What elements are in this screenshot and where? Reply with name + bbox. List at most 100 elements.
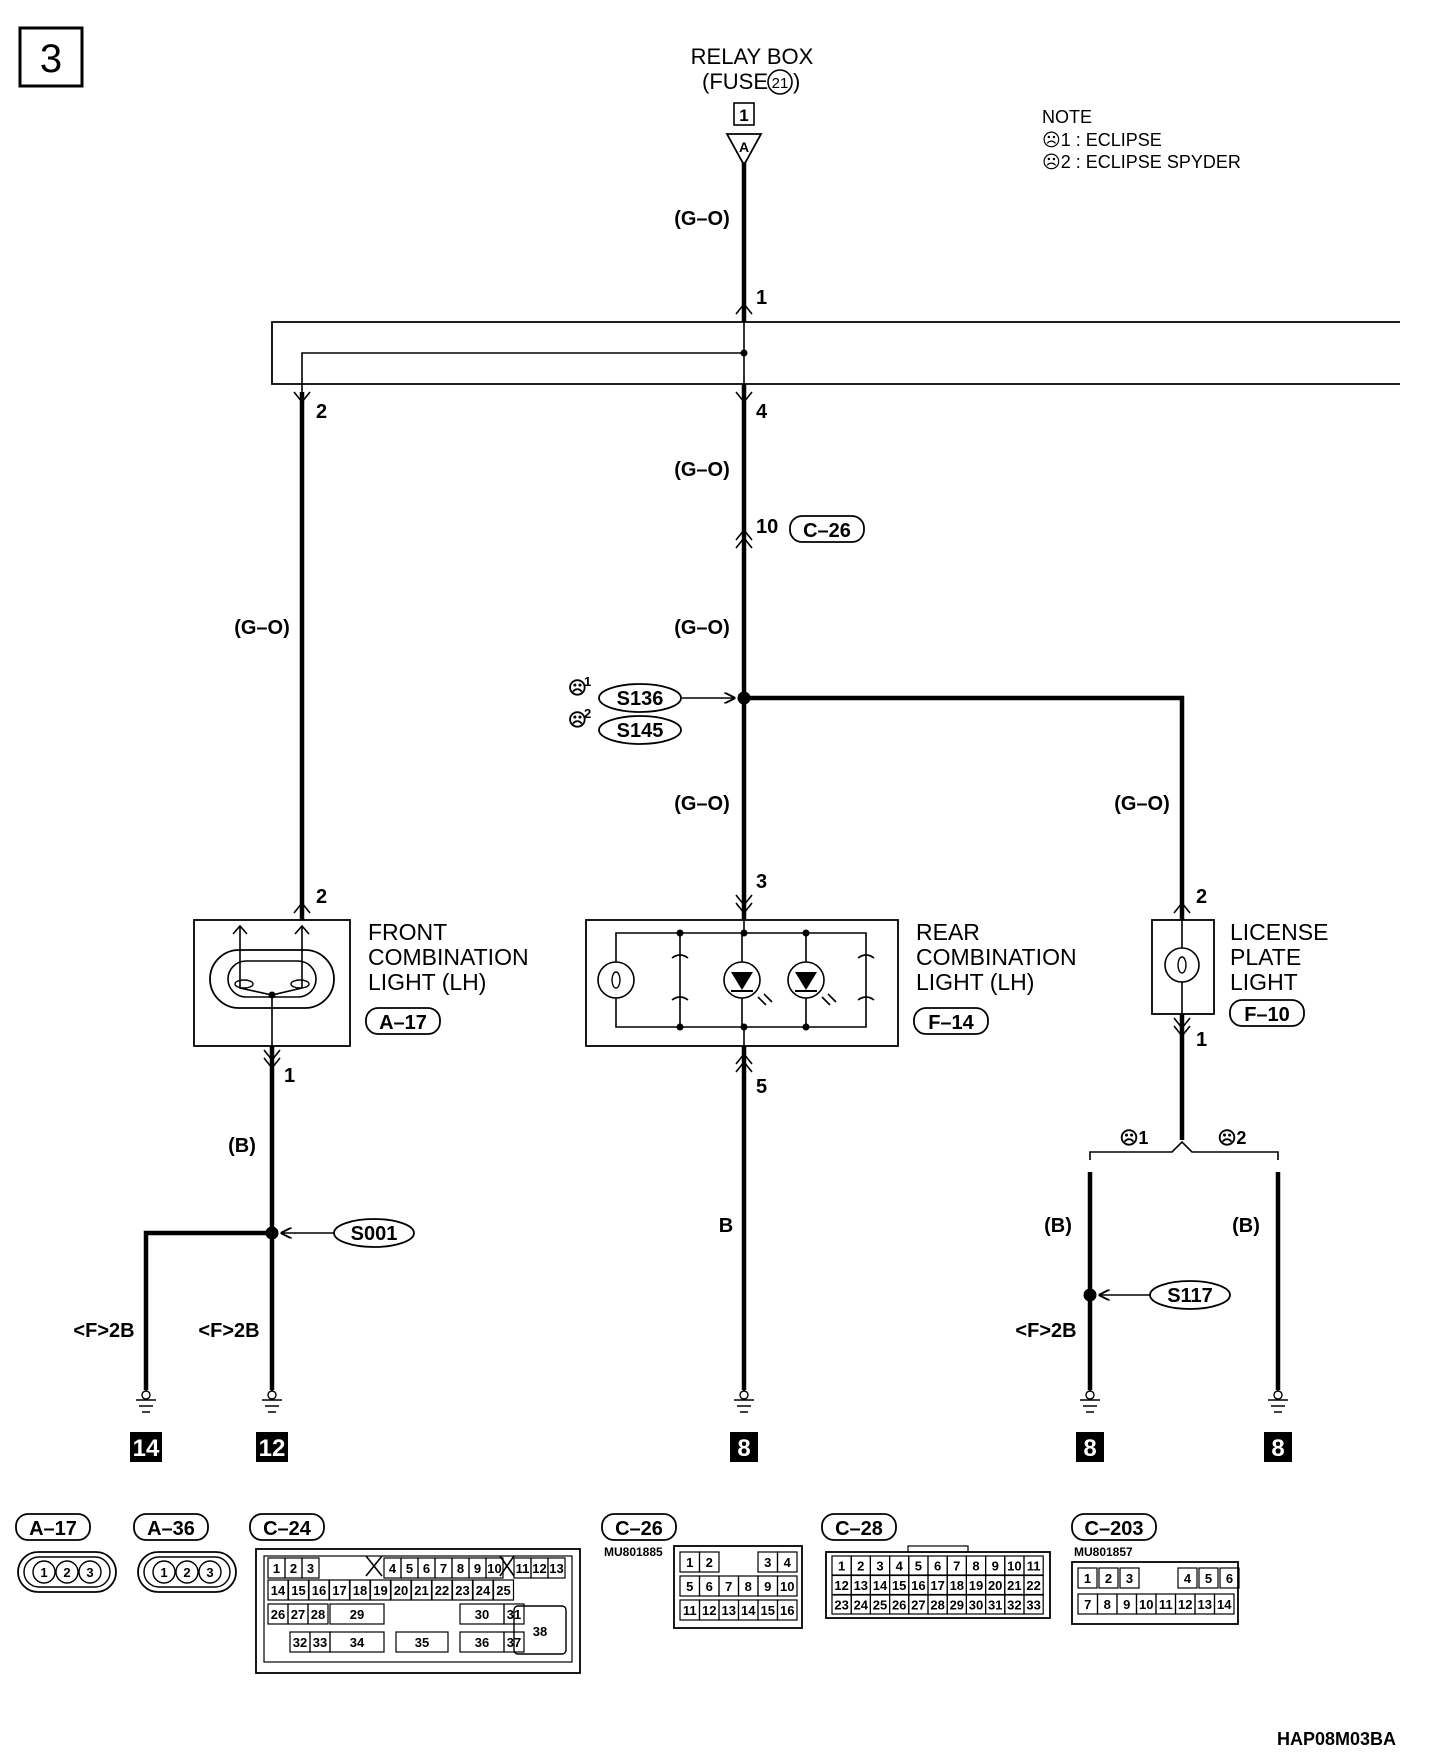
ground-symbol-8-eclipse: 8 [1076,1390,1104,1462]
wire-color-license-b2: (B) [1232,1215,1260,1237]
c24-pin-5: 5 [406,1561,413,1576]
pin-mark-2-front [293,901,311,914]
wire-color-center-3: (G–O) [674,617,730,639]
c28-pin-27: 27 [911,1598,925,1613]
c203-pin-14: 14 [1217,1597,1232,1612]
c28-pin-7: 7 [953,1559,960,1574]
c24-pin-26: 26 [271,1607,285,1622]
c24-pin-4: 4 [389,1561,397,1576]
wire-color-center-2: (G–O) [674,459,730,481]
rear-light-led-2 [787,961,837,1006]
variant-bracket [1089,1140,1279,1160]
c24-pin-25-cell [492,1579,515,1601]
connector-tag-f14 [913,1007,989,1035]
c24-pin-3: 3 [307,1561,314,1576]
c28-pin-23: 23 [834,1598,848,1613]
license-bulb-filament [1177,956,1187,974]
pin-mark-4 [735,391,753,404]
face-tag-c26 [601,1513,677,1541]
ground-label-12: <F>2B [198,1320,259,1342]
c24-pin-38: 38 [533,1624,547,1639]
front-filament-loop-right [290,979,310,989]
pin-mark-5 [735,1052,753,1073]
c24-pin-3-cell [301,1557,320,1579]
connector-face-a17: 1 2 3 [17,1551,117,1593]
c24-pin-27: 27 [291,1607,305,1622]
ground-label-8-license: <F>2B [1015,1320,1076,1342]
connector-label-f10: F–10 [1244,1004,1290,1026]
ground-symbol-8-rear: 8 [730,1390,758,1462]
c24-pin-21: 21 [414,1583,428,1598]
c24-pin-34-cell [329,1631,385,1653]
pin-label-1: 1 [756,287,767,309]
rear-light-wiring [679,933,807,1027]
pin-mark-1-front [263,1049,281,1070]
c203-pin-1: 1 [1084,1571,1091,1586]
c24-pin-22: 22 [435,1583,449,1598]
c28-pin-6: 6 [934,1559,941,1574]
c28-pin-33-cell [1023,1594,1044,1615]
c24-pin-8: 8 [457,1561,464,1576]
c28-pin-12: 12 [834,1578,848,1593]
star-2-b: ☹2 [1218,1128,1247,1148]
wire-color-left: (G–O) [234,617,290,639]
c26-pin-4-cell [776,1551,798,1573]
c203-pin-3: 3 [1126,1571,1133,1586]
c203-pin-4: 4 [1184,1571,1192,1586]
c24-pin-37: 37 [507,1635,521,1650]
c24-pin-37-cell [503,1631,525,1653]
a17-pin-3: 3 [86,1565,93,1580]
c26-pin-11: 11 [683,1603,697,1618]
front-light-arrows [232,924,310,935]
face-label-c26: C–26 [615,1518,663,1540]
c203-pin-12: 12 [1178,1597,1192,1612]
star-1-b: ☹1 [1120,1128,1149,1148]
c28-pin-19: 19 [969,1578,983,1593]
c28-pin-24: 24 [854,1598,869,1613]
c28-pin-28: 28 [930,1598,944,1613]
c24-pin-1: 1 [273,1561,280,1576]
note-line-1: ☹1 : ECLIPSE [1042,130,1162,150]
c24-pin-29-cell [329,1603,385,1625]
connector-label-a17: A–17 [379,1012,427,1034]
note-title: NOTE [1042,107,1092,127]
c24-pin-16: 16 [312,1583,326,1598]
c28-pin-1: 1 [838,1559,845,1574]
rear-light-led-1 [723,961,773,1006]
face-tag-a17 [15,1513,91,1541]
pin-label-3: 3 [756,871,767,893]
rear-node-3 [802,929,810,937]
wire-front-ground-left [143,1230,272,1390]
rear-node-2 [740,929,748,937]
c203-pin-13: 13 [1198,1597,1212,1612]
splice-label-s117: S117 [1167,1285,1213,1307]
wire-right-branch [744,695,1185,920]
c24-pin-35-cell [395,1631,449,1653]
c24-pin-17: 17 [332,1583,346,1598]
page-label-box [18,26,84,88]
rear-node-5 [740,1023,748,1031]
relay-terminal-triangle [725,133,763,167]
ground-number-8-spyder: 8 [1271,1435,1284,1462]
c24-pin-10: 10 [487,1561,501,1576]
c203-pin-2-cell [1098,1567,1119,1589]
pin-label-5: 5 [756,1076,767,1098]
c24-pin-12: 12 [532,1561,546,1576]
c203-pin-4-cell [1177,1567,1198,1589]
c28-pin-13: 13 [854,1578,868,1593]
connector-label-f14: F–14 [928,1012,974,1034]
rear-light-breaks [671,954,875,1001]
pin-label-2-front: 2 [316,886,327,908]
rear-bulb [597,961,635,999]
c26-pin-10: 10 [780,1579,794,1594]
rear-light-name-2: COMBINATION [916,944,1077,970]
a36-pin-1: 1 [160,1565,167,1580]
c24-pin-13: 13 [549,1561,563,1576]
front-light-name-2: COMBINATION [368,944,529,970]
relay-box-title: RELAY BOX [691,44,814,69]
c28-pin-18: 18 [950,1578,964,1593]
